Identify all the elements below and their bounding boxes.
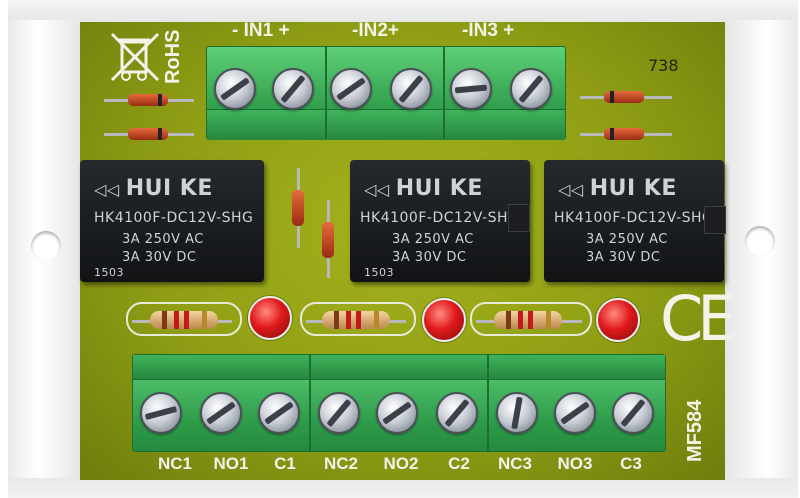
- relay-1: ◁◁ HUI KE HK4100F-DC12V-SHG 3A 250V AC 3…: [80, 160, 264, 282]
- relay-brand: ◁◁ HUI KE: [94, 176, 213, 201]
- input-label-1: - IN1 +: [232, 20, 290, 41]
- relay-date-code: 1503: [94, 266, 124, 279]
- input-screw-1-plus[interactable]: [272, 68, 314, 110]
- resistor-3: [494, 311, 562, 329]
- diode-right-1: [604, 91, 644, 103]
- ce-mark: CE: [660, 282, 737, 355]
- output-screw-nc2[interactable]: [318, 392, 360, 434]
- diode-center-2: [322, 222, 334, 258]
- input-screw-1-minus[interactable]: [214, 68, 256, 110]
- resistor-1: [150, 311, 218, 329]
- relay-model: HK4100F-DC12V-SHG: [360, 210, 520, 226]
- led-3: [596, 298, 640, 342]
- relay-rating-dc: 3A 30V DC: [586, 250, 661, 265]
- output-label-c3: C3: [620, 454, 642, 473]
- relay-date-code: 1503: [364, 266, 394, 279]
- input-screw-3-plus[interactable]: [510, 68, 552, 110]
- input-screw-2-plus[interactable]: [390, 68, 432, 110]
- weee-bin-icon: [110, 32, 160, 82]
- output-screw-c2[interactable]: [436, 392, 478, 434]
- output-screw-c1[interactable]: [258, 392, 300, 434]
- relay-rating-ac: 3A 250V AC: [122, 232, 204, 247]
- mounting-hole-left: [31, 231, 61, 261]
- relay-logo-icon: ◁◁: [94, 180, 126, 199]
- rohs-label: RoHS: [162, 29, 184, 84]
- output-label-nc2: NC2: [323, 454, 358, 473]
- led-1: [248, 296, 292, 340]
- diode-right-2: [604, 128, 644, 140]
- input-screw-3-minus[interactable]: [450, 68, 492, 110]
- relay-brand: ◁◁ HUI KE: [558, 176, 677, 201]
- resistor-2: [322, 311, 390, 329]
- output-label-nc1: NC1: [157, 454, 192, 473]
- relay-logo-icon: ◁◁: [364, 180, 396, 199]
- input-label-3: -IN3 +: [462, 20, 515, 41]
- resistor-outline-3: [470, 302, 592, 336]
- output-screw-no2[interactable]: [376, 392, 418, 434]
- relay-rating-dc: 3A 30V DC: [122, 250, 197, 265]
- relay-2: ◁◁ HUI KE HK4100F-DC12V-SHG 3A 250V AC 3…: [350, 160, 530, 282]
- output-screw-c3[interactable]: [612, 392, 654, 434]
- relay-model: HK4100F-DC12V-SHG: [94, 210, 254, 226]
- relay-2-tab: [508, 204, 530, 232]
- board-number: 738: [648, 56, 679, 75]
- relay-3: ◁◁ HUI KE HK4100F-DC12V-SHG 3A 250V AC 3…: [544, 160, 724, 282]
- resistor-outline-2: [300, 302, 416, 336]
- output-screw-nc1[interactable]: [140, 392, 182, 434]
- diode-left-1: [128, 94, 168, 106]
- output-screw-no1[interactable]: [200, 392, 242, 434]
- model-label: MF584: [684, 399, 706, 462]
- output-label-no1: NO1: [213, 454, 249, 473]
- output-label-nc3: NC3: [497, 454, 532, 473]
- output-label-c1: C1: [274, 454, 296, 473]
- output-label-c2: C2: [448, 454, 470, 473]
- diode-center-1: [292, 190, 304, 226]
- relay-rating-ac: 3A 250V AC: [392, 232, 474, 247]
- relay-model: HK4100F-DC12V-SHG: [554, 210, 714, 226]
- output-screw-nc3[interactable]: [496, 392, 538, 434]
- resistor-outline-1: [126, 302, 242, 336]
- relay-rating-dc: 3A 30V DC: [392, 250, 467, 265]
- input-screw-2-minus[interactable]: [330, 68, 372, 110]
- led-2: [422, 298, 466, 342]
- output-label-no3: NO3: [557, 454, 593, 473]
- relay-3-tab: [704, 206, 726, 234]
- output-screw-no3[interactable]: [554, 392, 596, 434]
- output-label-no2: NO2: [383, 454, 419, 473]
- diode-left-2: [128, 128, 168, 140]
- input-label-2: -IN2+: [352, 20, 399, 41]
- relay-logo-icon: ◁◁: [558, 180, 590, 199]
- mounting-hole-right: [745, 226, 775, 256]
- input-terminal-block: [206, 46, 566, 140]
- relay-brand: ◁◁ HUI KE: [364, 176, 483, 201]
- relay-rating-ac: 3A 250V AC: [586, 232, 668, 247]
